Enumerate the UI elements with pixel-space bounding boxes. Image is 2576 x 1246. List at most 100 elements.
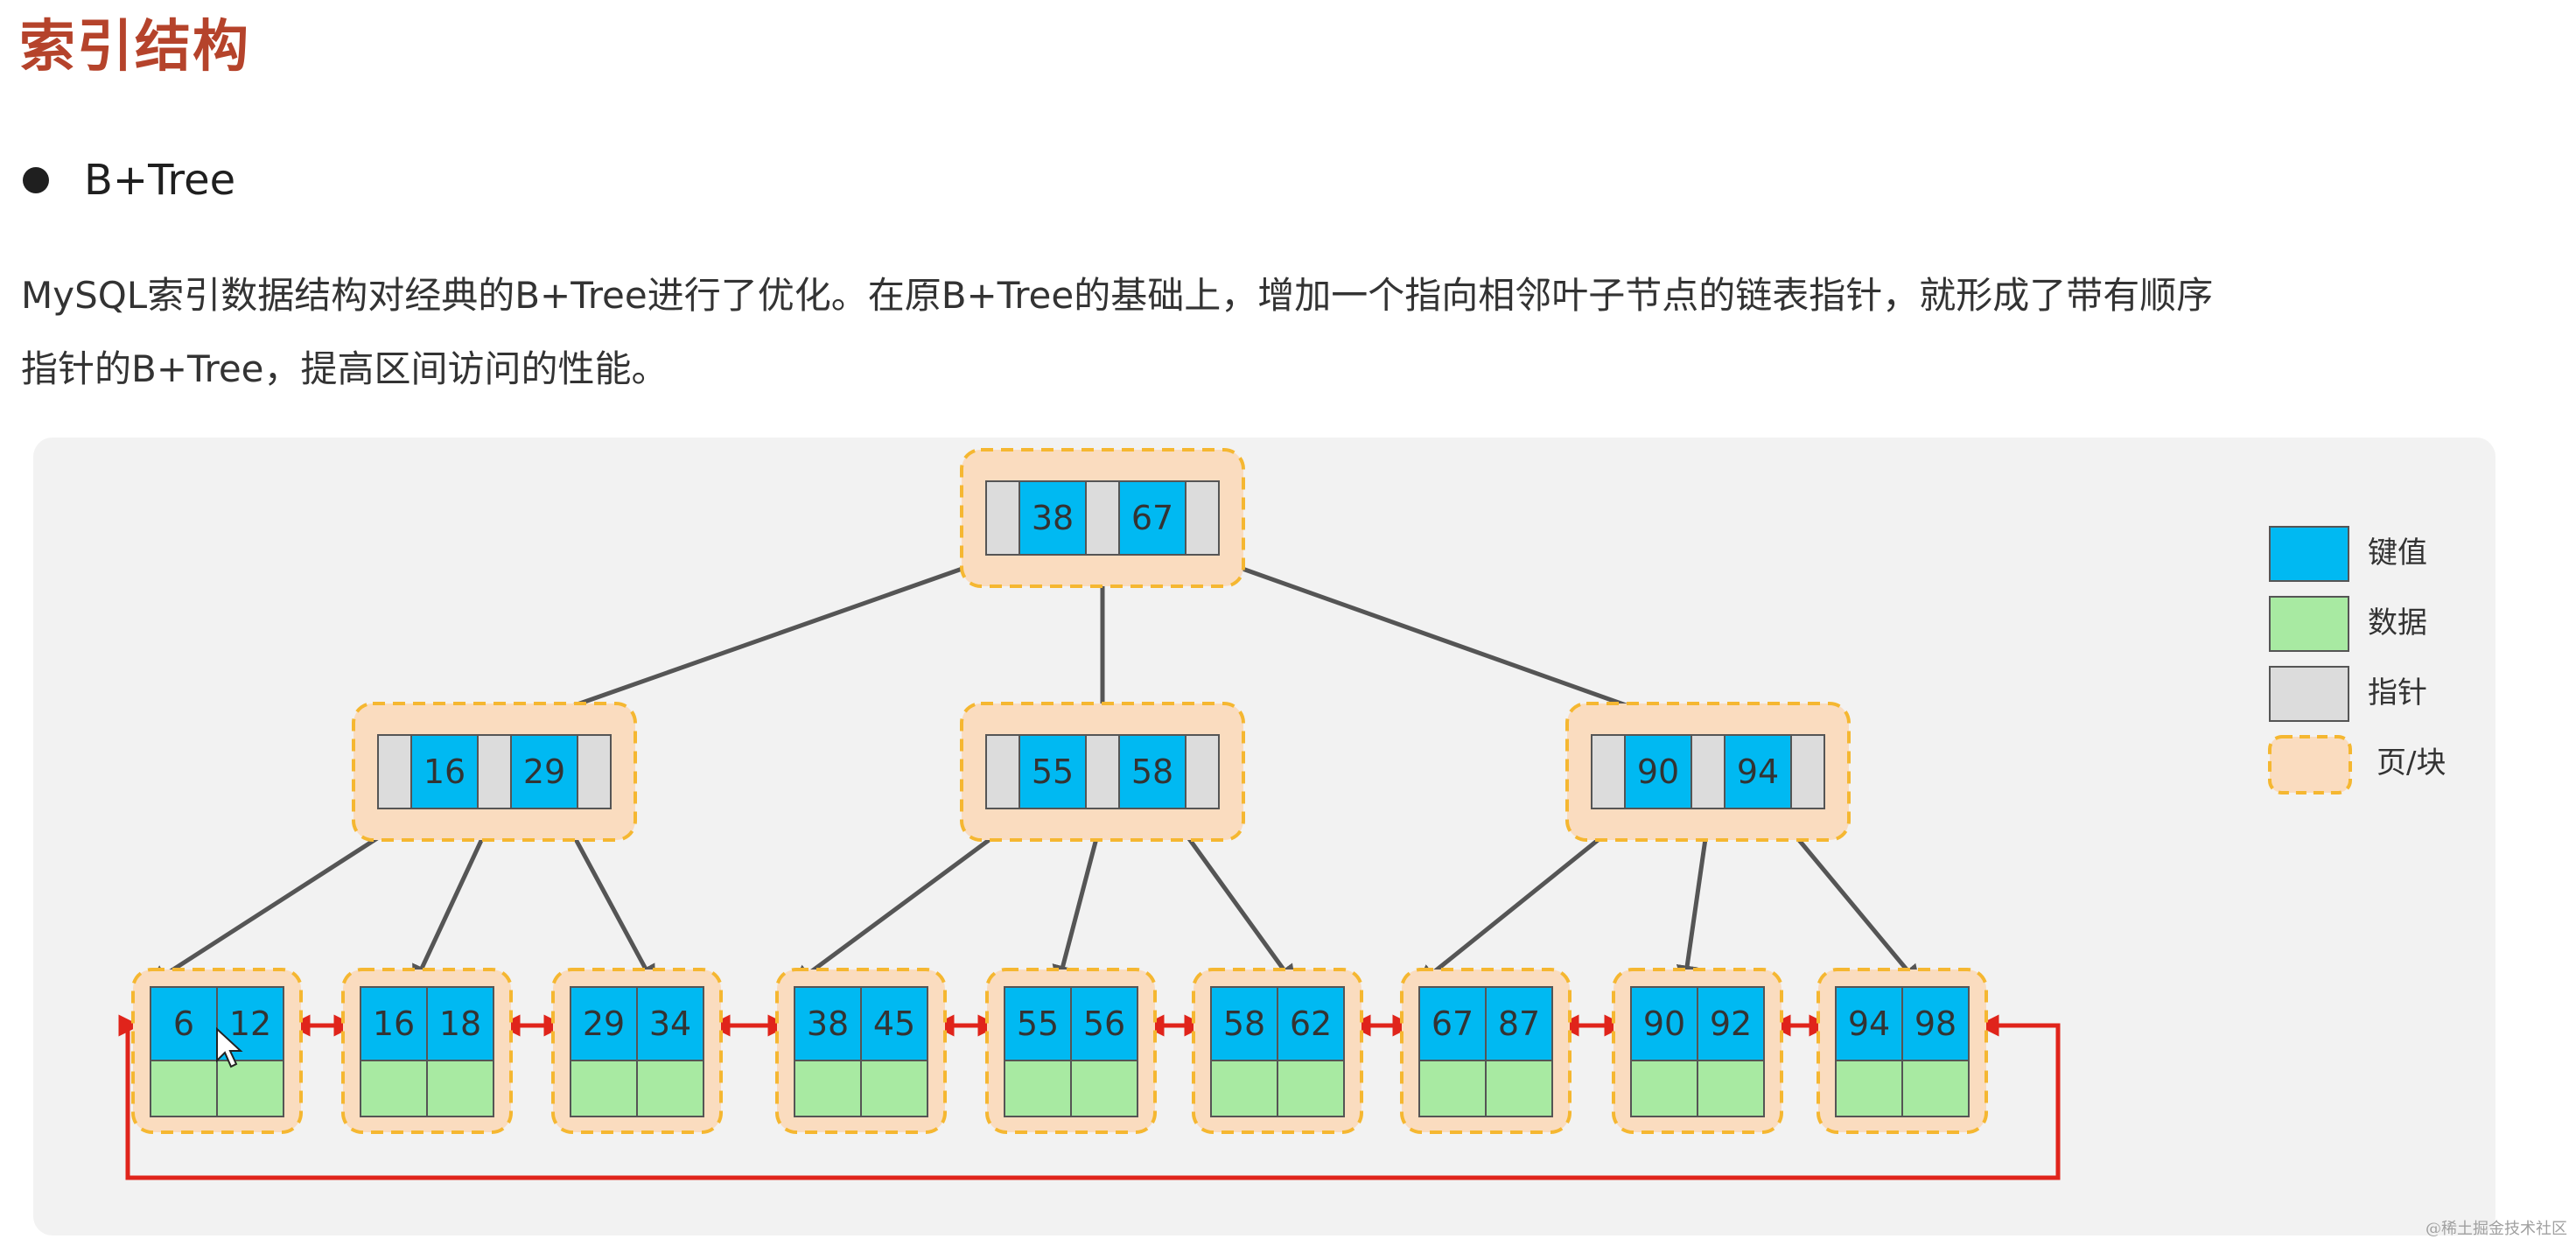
- mouse-cursor-icon: [216, 1026, 243, 1068]
- leaf-node-8: 90 92: [1612, 968, 1783, 1134]
- key-cell: [1901, 986, 1970, 1061]
- data-cell: [1630, 1060, 1698, 1117]
- key-cell: [860, 986, 928, 1061]
- legend-label: 页/块: [2376, 746, 2446, 780]
- key-label: 12: [229, 1004, 271, 1043]
- data-cell: [150, 1060, 218, 1117]
- key-label: 58: [1223, 1004, 1265, 1043]
- pointer-cell: [1085, 734, 1120, 809]
- key-cell: [1004, 986, 1072, 1061]
- key-label: 45: [873, 1004, 915, 1043]
- data-cell: [794, 1060, 862, 1117]
- key-cell: [410, 734, 479, 809]
- legend-label: 数据: [2368, 606, 2427, 640]
- key-label: 94: [1848, 1004, 1890, 1043]
- key-label: 90: [1643, 1004, 1685, 1043]
- bullet-label: B+Tree: [84, 156, 236, 205]
- bullet-dot-icon: [23, 167, 49, 193]
- pointer-cell: [1185, 480, 1220, 556]
- data-cell: [570, 1060, 638, 1117]
- key-label: 62: [1290, 1004, 1332, 1043]
- leaf-node-4: 38 45: [775, 968, 947, 1134]
- leaf-node-7: 67 87: [1400, 968, 1572, 1134]
- internal-node-3: 90 94: [1565, 702, 1851, 842]
- pointer-cell: [577, 734, 612, 809]
- description-paragraph: MySQL索引数据结构对经典的B+Tree进行了优化。在原B+Tree的基础上，…: [21, 259, 2418, 406]
- internal-node-2: 55 58: [960, 702, 1245, 842]
- data-cell: [1485, 1060, 1553, 1117]
- data-cell: [216, 1060, 284, 1117]
- legend-swatch-key: [2269, 526, 2349, 582]
- key-cell: [1835, 986, 1903, 1061]
- key-label: 55: [1017, 1004, 1059, 1043]
- data-cell: [860, 1060, 928, 1117]
- key-label: 58: [1131, 752, 1173, 791]
- key-label: 29: [523, 752, 565, 791]
- description-line-1: MySQL索引数据结构对经典的B+Tree进行了优化。在原B+Tree的基础上，…: [21, 274, 2214, 317]
- data-cell: [1697, 1060, 1765, 1117]
- pointer-cell: [1790, 734, 1825, 809]
- key-label: 38: [807, 1004, 849, 1043]
- key-label: 56: [1083, 1004, 1125, 1043]
- data-cell: [1901, 1060, 1970, 1117]
- legend-label: 键值: [2368, 536, 2427, 570]
- data-cell: [1835, 1060, 1903, 1117]
- key-label: 98: [1914, 1004, 1956, 1043]
- key-cell: [636, 986, 704, 1061]
- legend-label: 指针: [2368, 676, 2427, 710]
- pointer-cell: [985, 734, 1020, 809]
- key-label: 67: [1131, 499, 1173, 537]
- data-cell: [636, 1060, 704, 1117]
- root-node: 38 67: [960, 448, 1245, 588]
- key-label: 55: [1032, 752, 1074, 791]
- key-cell: [1624, 734, 1692, 809]
- key-label: 94: [1737, 752, 1779, 791]
- pointer-cell: [1085, 480, 1120, 556]
- key-cell: [794, 986, 862, 1061]
- key-cell: [1277, 986, 1345, 1061]
- leaf-node-5: 55 56: [985, 968, 1157, 1134]
- data-cell: [360, 1060, 428, 1117]
- key-label: 16: [373, 1004, 415, 1043]
- key-cell: [1118, 480, 1186, 556]
- pointer-cell: [1185, 734, 1220, 809]
- key-label: 16: [424, 752, 466, 791]
- leaf-node-6: 58 62: [1192, 968, 1363, 1134]
- legend-swatch-page: [2268, 735, 2352, 794]
- key-label: 87: [1498, 1004, 1540, 1043]
- key-cell: [1418, 986, 1487, 1061]
- key-label: 38: [1032, 499, 1074, 537]
- key-label: 34: [649, 1004, 691, 1043]
- key-label: 67: [1432, 1004, 1474, 1043]
- leaf-node-9: 94 98: [1816, 968, 1988, 1134]
- key-cell: [1485, 986, 1553, 1061]
- data-cell: [1004, 1060, 1072, 1117]
- pointer-cell: [985, 480, 1020, 556]
- leaf-node-3: 29 34: [551, 968, 723, 1134]
- watermark: @稀土掘金技术社区: [2426, 1220, 2567, 1238]
- legend-swatch-pointer: [2269, 666, 2349, 722]
- key-label: 18: [439, 1004, 481, 1043]
- key-label: 90: [1637, 752, 1679, 791]
- data-cell: [1418, 1060, 1487, 1117]
- key-label: 29: [583, 1004, 625, 1043]
- pointer-cell: [477, 734, 512, 809]
- pointer-cell: [1591, 734, 1626, 809]
- legend-item-key: 键值: [2269, 526, 2427, 582]
- data-cell: [1210, 1060, 1278, 1117]
- key-cell: [1724, 734, 1792, 809]
- description-line-2: 指针的B+Tree，提高区间访问的性能。: [21, 347, 668, 390]
- key-label: 92: [1710, 1004, 1752, 1043]
- pointer-cell: [377, 734, 412, 809]
- legend-item-pointer: 指针: [2269, 666, 2427, 722]
- legend-item-data: 数据: [2269, 596, 2427, 652]
- bullet-item: B+Tree: [23, 156, 235, 205]
- key-label: 6: [173, 1004, 194, 1043]
- data-cell: [1277, 1060, 1345, 1117]
- data-cell: [1070, 1060, 1138, 1117]
